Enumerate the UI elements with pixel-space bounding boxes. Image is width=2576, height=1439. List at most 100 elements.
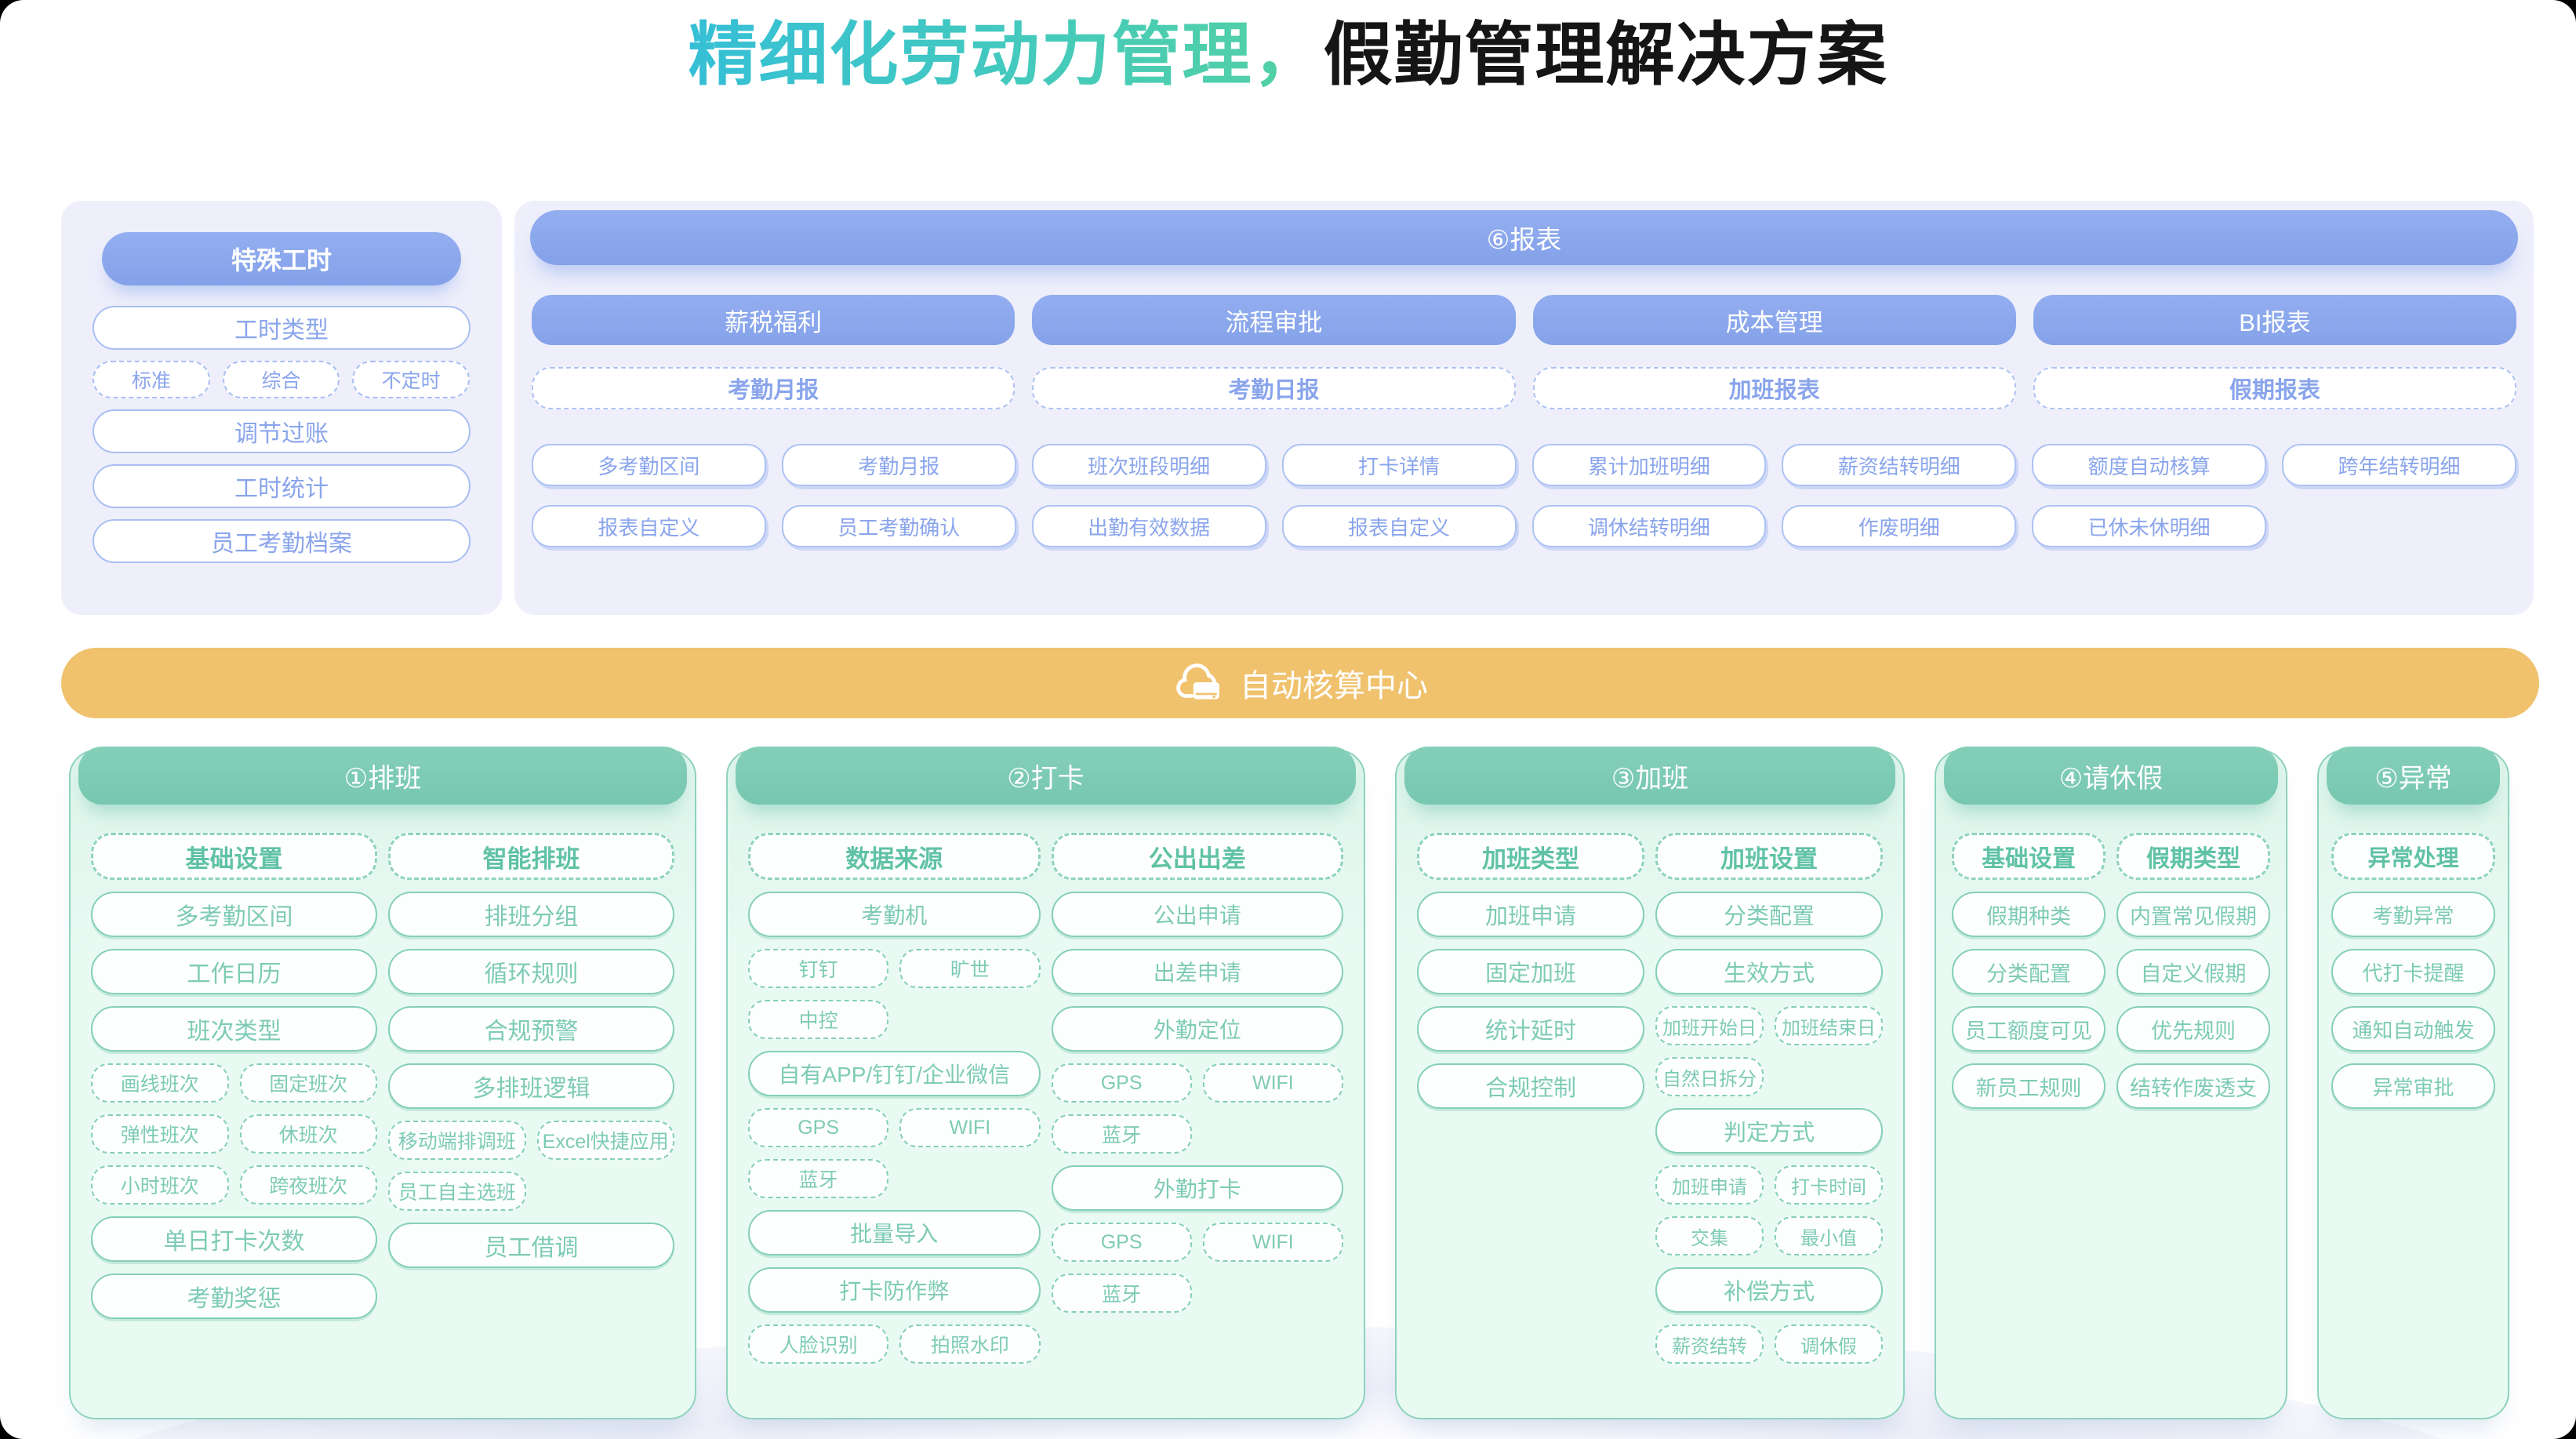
feature-pill: 工时类型 bbox=[93, 306, 471, 350]
feature-pill: 加班结束日 bbox=[1775, 1006, 1883, 1045]
reports-column-subheader: 考勤日报 bbox=[1032, 367, 1516, 409]
feature-pill: GPS bbox=[1051, 1223, 1192, 1262]
feature-pill: 结转作废透支 bbox=[2116, 1063, 2270, 1109]
leave-type-column: 假期类型内置常见假期自定义假期优先规则结转作废透支 bbox=[2116, 833, 2270, 1109]
feature-pill: WIFI bbox=[1202, 1223, 1343, 1262]
special-hours-header: 特殊工时 bbox=[102, 232, 461, 285]
report-pill: 报表自定义 bbox=[532, 505, 766, 547]
feature-pill: 员工自主选班 bbox=[388, 1172, 526, 1211]
feature-pill: 旷世 bbox=[899, 949, 1041, 988]
feature-pill: 排班分组 bbox=[388, 892, 674, 937]
feature-pill: 外勤定位 bbox=[1051, 1006, 1343, 1052]
feature-pill: 小时班次 bbox=[91, 1165, 229, 1205]
feature-pill: 通知自动触发 bbox=[2331, 1006, 2495, 1052]
feature-pill: Excel快捷应用 bbox=[536, 1121, 674, 1160]
top-row: 特殊工时 工时类型标准综合不定时调节过账工时统计员工考勤档案 ⑥报表 薪税福利 … bbox=[61, 201, 2534, 615]
panel-overtime-header: ③加班 bbox=[1404, 747, 1895, 805]
auto-calc-label: 自动核算中心 bbox=[1240, 669, 1428, 703]
reports-column-header: BI报表 bbox=[2033, 295, 2516, 345]
feature-pill: 假期种类 bbox=[1952, 892, 2105, 937]
feature-pill: 异常审批 bbox=[2331, 1063, 2495, 1109]
feature-pill: 拍照水印 bbox=[899, 1325, 1041, 1364]
feature-pill: 外勤打卡 bbox=[1051, 1165, 1343, 1211]
feature-pill: 交集 bbox=[1655, 1216, 1764, 1255]
page-title-highlight: 精细化劳动力管理， bbox=[688, 0, 1323, 99]
reports-column-subheader: 考勤月报 bbox=[532, 367, 1016, 409]
feature-pill: 蓝牙 bbox=[1051, 1114, 1192, 1154]
scheduling-basic-column: 基础设置多考勤区间工作日历班次类型画线班次固定班次弹性班次休班次小时班次跨夜班次… bbox=[91, 833, 377, 1319]
feature-pill: 中控 bbox=[748, 1000, 889, 1039]
reports-column-payroll: 薪税福利 考勤月报 bbox=[532, 295, 1016, 409]
feature-pill: 合规控制 bbox=[1417, 1063, 1644, 1109]
special-hours-list: 工时类型标准综合不定时调节过账工时统计员工考勤档案 bbox=[61, 285, 502, 563]
report-pill: 出勤有效数据 bbox=[1031, 505, 1266, 547]
report-pill: 作废明细 bbox=[1782, 505, 2017, 547]
feature-pill: 考勤奖惩 bbox=[91, 1274, 377, 1319]
feature-pill: 多考勤区间 bbox=[91, 892, 377, 937]
special-hours-panel: 特殊工时 工时类型标准综合不定时调节过账工时统计员工考勤档案 bbox=[61, 201, 502, 615]
feature-pill: 工作日历 bbox=[91, 949, 377, 994]
report-pill: 报表自定义 bbox=[1281, 505, 1517, 547]
reports-column-header: 成本管理 bbox=[1532, 295, 2016, 345]
feature-pill: 自有APP/钉钉/企业微信 bbox=[748, 1051, 1041, 1096]
feature-pill: 休班次 bbox=[239, 1114, 377, 1154]
feature-pill: 补偿方式 bbox=[1655, 1267, 1883, 1313]
feature-pill: 标准 bbox=[93, 361, 210, 398]
feature-pill: GPS bbox=[748, 1108, 889, 1147]
reports-detail-row-2: 报表自定义员工考勤确认出勤有效数据报表自定义调休结转明细作废明细已休未休明细 bbox=[532, 505, 2516, 547]
feature-pill: 固定班次 bbox=[239, 1063, 377, 1103]
feature-pill: 调节过账 bbox=[93, 409, 471, 453]
feature-pill: 固定加班 bbox=[1417, 949, 1644, 994]
feature-pill: 跨夜班次 bbox=[239, 1165, 377, 1205]
feature-pill: 自然日拆分 bbox=[1655, 1057, 1764, 1096]
feature-pill: 考勤机 bbox=[748, 892, 1041, 937]
feature-pill: WIFI bbox=[899, 1108, 1041, 1147]
feature-pill: 班次类型 bbox=[91, 1006, 377, 1052]
reports-column-cost: 成本管理 加班报表 bbox=[1532, 295, 2016, 409]
auto-calc-bar: 自动核算中心 bbox=[61, 648, 2539, 718]
feature-pill: 加班开始日 bbox=[1655, 1006, 1764, 1045]
feature-pill: 代打卡提醒 bbox=[2331, 949, 2495, 994]
report-pill: 多考勤区间 bbox=[532, 444, 766, 486]
feature-pill: 基础设置 bbox=[1952, 833, 2105, 880]
modules-stage: ①排班 基础设置多考勤区间工作日历班次类型画线班次固定班次弹性班次休班次小时班次… bbox=[0, 747, 2576, 1439]
feature-pill: 判定方式 bbox=[1655, 1108, 1883, 1154]
feature-pill: WIFI bbox=[1202, 1063, 1343, 1103]
panel-leave-header: ④请休假 bbox=[1944, 747, 2278, 805]
reports-body: 薪税福利 考勤月报 流程审批 考勤日报 成本管理 加班报表 BI报表 假期报表 bbox=[514, 201, 2534, 547]
report-pill: 已休未休明细 bbox=[2032, 505, 2267, 547]
feature-pill: 加班申请 bbox=[1655, 1165, 1764, 1205]
page-title-rest: 假勤管理解决方案 bbox=[1323, 15, 1888, 93]
feature-pill: 单日打卡次数 bbox=[91, 1216, 377, 1262]
feature-pill: 公出出差 bbox=[1051, 833, 1343, 880]
page-title: 精细化劳动力管理，假勤管理解决方案 bbox=[0, 0, 2576, 93]
overtime-type-column: 加班类型加班申请固定加班统计延时合规控制 bbox=[1417, 833, 1644, 1364]
report-pill: 调休结转明细 bbox=[1531, 505, 1767, 547]
leave-basic-column: 基础设置假期种类分类配置员工额度可见新员工规则 bbox=[1952, 833, 2105, 1109]
feature-pill: 多排班逻辑 bbox=[388, 1063, 674, 1109]
report-pill: 打卡详情 bbox=[1281, 444, 1517, 486]
reports-column-subheader: 加班报表 bbox=[1532, 367, 2016, 409]
feature-pill: 不定时 bbox=[352, 361, 470, 398]
reports-panel: ⑥报表 薪税福利 考勤月报 流程审批 考勤日报 成本管理 加班报表 bbox=[514, 201, 2534, 615]
report-pill: 班次班段明细 bbox=[1031, 444, 1266, 486]
panel-exception: ⑤异常 异常处理考勤异常代打卡提醒通知自动触发异常审批 bbox=[2317, 747, 2509, 1419]
report-pill: 员工考勤确认 bbox=[781, 505, 1016, 547]
reports-column-subheader: 假期报表 bbox=[2033, 367, 2516, 409]
report-pill: 考勤月报 bbox=[781, 444, 1016, 486]
feature-pill: 打卡时间 bbox=[1775, 1165, 1883, 1205]
feature-pill: 新员工规则 bbox=[1952, 1063, 2105, 1109]
reports-column-approval: 流程审批 考勤日报 bbox=[1032, 295, 1516, 409]
feature-pill: 基础设置 bbox=[91, 833, 377, 880]
feature-pill: 自定义假期 bbox=[2116, 949, 2270, 994]
feature-pill: 工时统计 bbox=[93, 464, 471, 508]
feature-pill: 调休假 bbox=[1775, 1325, 1883, 1364]
report-pill: 薪资结转明细 bbox=[1782, 444, 2017, 486]
exception-column: 异常处理考勤异常代打卡提醒通知自动触发异常审批 bbox=[2331, 833, 2495, 1109]
feature-pill: 生效方式 bbox=[1655, 949, 1883, 994]
reports-detail-row-1: 多考勤区间考勤月报班次班段明细打卡详情累计加班明细薪资结转明细额度自动核算跨年结… bbox=[532, 444, 2516, 486]
feature-pill: GPS bbox=[1051, 1063, 1192, 1103]
feature-pill: 优先规则 bbox=[2116, 1006, 2270, 1052]
